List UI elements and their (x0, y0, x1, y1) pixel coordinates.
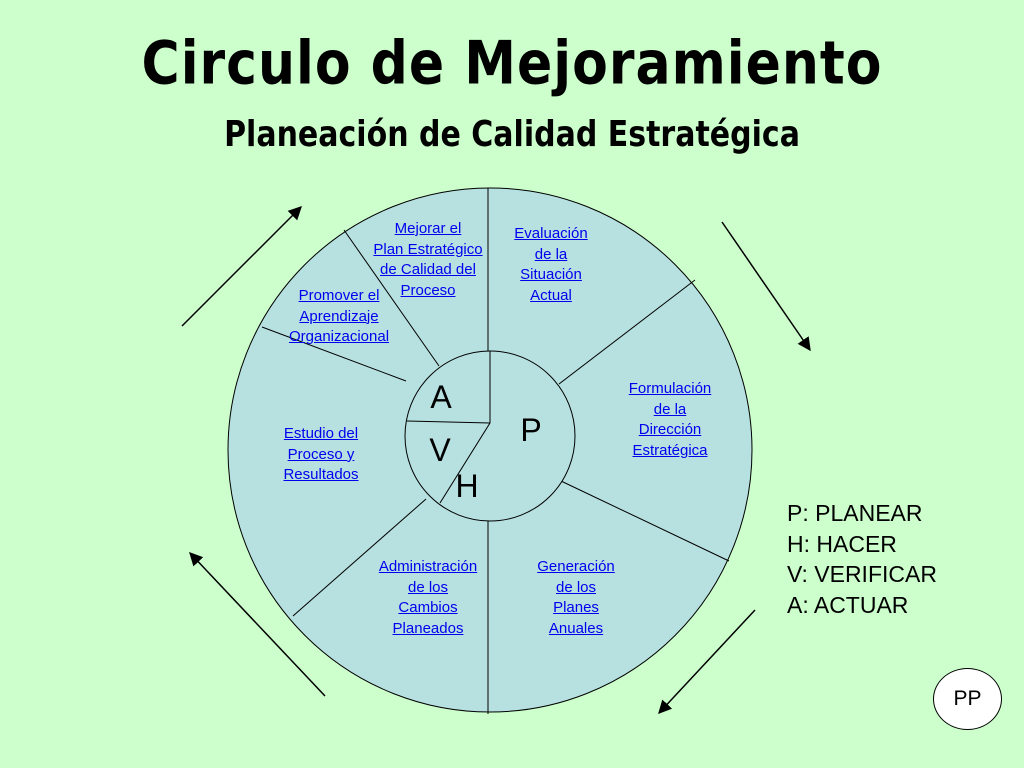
cycle-arrows (181, 206, 811, 714)
segment-link-administracion-cambios[interactable]: Administración de los Cambios Planeados (378, 558, 478, 637)
letter-v: V (429, 432, 451, 468)
spoke-upper-left (343, 229, 440, 367)
inner-divider-left (406, 420, 491, 424)
segment-link-evaluacion[interactable]: Evaluación de la Situación Actual (514, 225, 588, 304)
legend-item-actuar: A: ACTUAR (787, 591, 909, 618)
spoke-upper-right (558, 279, 696, 385)
spokes (261, 188, 730, 714)
letter-p: P (520, 412, 541, 448)
segment-link-promover-aprendizaje[interactable]: Promover el Aprendizaje Organizacional (288, 287, 390, 345)
arrow-top-right (721, 221, 811, 352)
inner-divider-lower (439, 422, 491, 504)
pp-badge[interactable]: PP (933, 668, 1002, 730)
arrow-top-left (181, 206, 302, 327)
spoke-lower-right (560, 480, 730, 562)
pp-badge-label: PP (953, 687, 982, 710)
letter-h: H (455, 468, 478, 504)
segment-link-mejorar-plan[interactable]: Mejorar el Plan Estratégico de Calidad d… (373, 220, 483, 299)
segment-link-formulacion[interactable]: Formulación de la Dirección Estratégica (628, 380, 712, 459)
spoke-lower-left (292, 498, 427, 617)
segment-link-generacion-planes[interactable]: Generación de los Planes Anuales (537, 558, 615, 637)
legend-item-planear: P: PLANEAR (787, 500, 923, 526)
inner-dividers (406, 351, 491, 504)
arrow-bottom-left (189, 552, 326, 697)
legend-item-hacer: H: HACER (787, 530, 897, 557)
page-title: Circulo de Mejoramiento (141, 29, 883, 99)
segment-link-estudio-proceso[interactable]: Estudio del Proceso y Resultados (283, 425, 359, 483)
legend: P: PLANEAR H: HACER V: VERIFICAR A: ACTU… (787, 498, 937, 620)
letter-a: A (430, 379, 452, 415)
legend-item-verificar: V: VERIFICAR (787, 561, 937, 587)
spoke-left (261, 326, 407, 382)
page-subtitle: Planeación de Calidad Estratégica (224, 113, 800, 156)
arrow-bottom-right (658, 609, 756, 714)
